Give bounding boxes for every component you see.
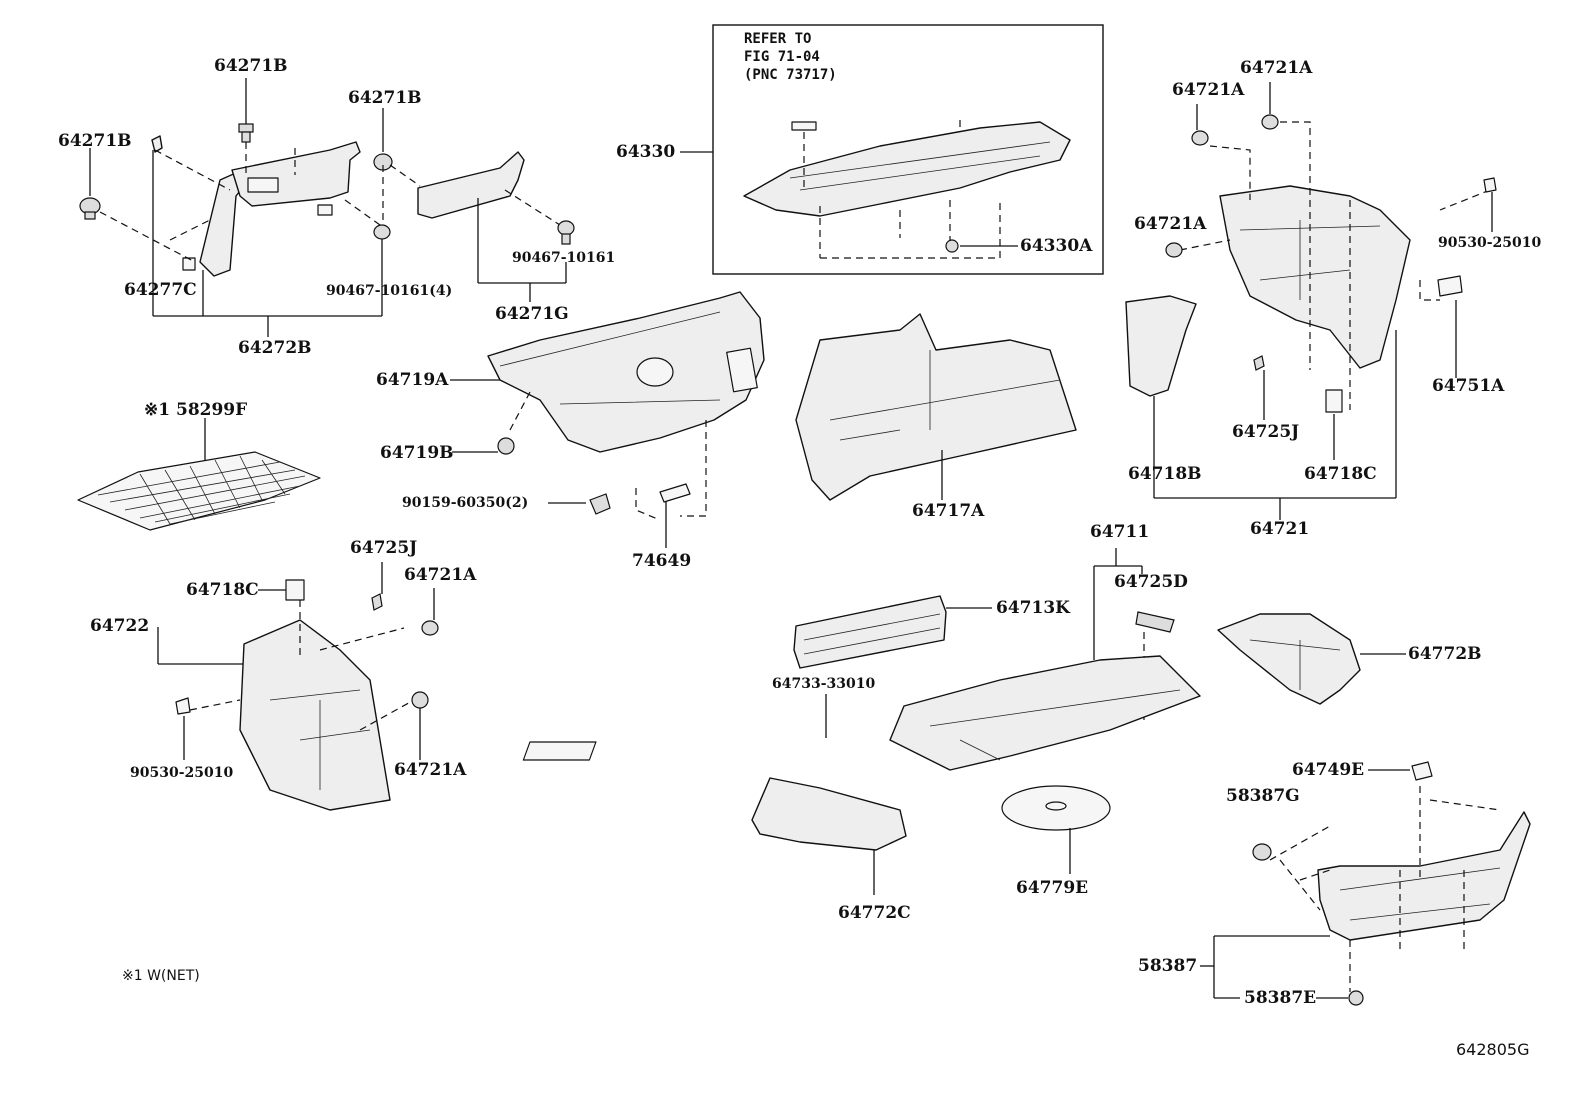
label-64271B-left: 64271B bbox=[58, 131, 132, 151]
cargo-net-58299F bbox=[77, 418, 321, 531]
label-90467-10161: 90467-10161 bbox=[512, 250, 616, 266]
label-64751A: 64751A bbox=[1432, 376, 1505, 396]
label-64718C-left: 64718C bbox=[186, 580, 259, 600]
label-64772B: 64772B bbox=[1408, 644, 1482, 664]
label-74649: 74649 bbox=[632, 551, 692, 571]
label-64721A-top-left: 64721A bbox=[1172, 80, 1245, 100]
label-90530-25010-left: 90530-25010 bbox=[130, 765, 234, 781]
refer-box-64330 bbox=[680, 24, 1104, 275]
label-64717A: 64717A bbox=[912, 501, 985, 521]
bracket-64271G-group bbox=[389, 151, 575, 302]
label-64749E: 64749E bbox=[1292, 760, 1365, 780]
label-64733-33010: 64733-33010 bbox=[772, 676, 876, 692]
label-64713K: 64713K bbox=[996, 598, 1070, 618]
label-64721: 64721 bbox=[1250, 519, 1310, 539]
footnote-net: ※1 W(NET) bbox=[122, 968, 200, 984]
side-trim-64722-group bbox=[157, 562, 439, 811]
side-trim-64722 bbox=[239, 619, 391, 811]
label-64271G: 64271G bbox=[495, 304, 569, 324]
label-64721A-side: 64721A bbox=[1134, 214, 1207, 234]
box-64772B bbox=[1217, 613, 1361, 705]
package-tray-trim-64330 bbox=[743, 121, 1071, 217]
trunk-side-bracket-group bbox=[79, 78, 393, 337]
label-64772C: 64772C bbox=[838, 903, 911, 923]
label-90159-60350-2: 90159-60350(2) bbox=[402, 495, 529, 511]
trunk-lid-trim-group bbox=[450, 291, 765, 548]
refer-box-text: REFER TO FIG 71-04 (PNC 73717) bbox=[744, 30, 837, 85]
trim-bracket-main bbox=[231, 141, 361, 207]
clip-64271B-mid bbox=[373, 108, 393, 171]
label-64725J-right: 64725J bbox=[1232, 422, 1300, 442]
label-64722: 64722 bbox=[90, 616, 150, 636]
label-64718C-right: 64718C bbox=[1304, 464, 1377, 484]
label-64271B-mid: 64271B bbox=[348, 88, 422, 108]
refer-line-3: (PNC 73717) bbox=[744, 67, 837, 84]
clip-64271B-left bbox=[79, 148, 101, 220]
side-trim-main bbox=[1219, 185, 1411, 369]
label-64277C: 64277C bbox=[124, 280, 197, 300]
trunk-floor-64711-group bbox=[522, 548, 1201, 895]
bracket-64271G bbox=[417, 151, 525, 219]
floor-side-trim-64717A bbox=[795, 313, 1077, 501]
label-64721A-lower-bottom: 64721A bbox=[394, 760, 467, 780]
label-58387: 58387 bbox=[1138, 956, 1198, 976]
box-64772C bbox=[751, 777, 907, 851]
label-90467-10161-4: 90467-10161(4) bbox=[326, 283, 453, 299]
label-64779E: 64779E bbox=[1016, 878, 1089, 898]
label-64719B: 64719B bbox=[380, 443, 454, 463]
bracket-64277C bbox=[151, 135, 251, 277]
label-64719A: 64719A bbox=[376, 370, 449, 390]
label-64725D: 64725D bbox=[1114, 572, 1188, 592]
deck-board-64713K bbox=[793, 595, 947, 669]
label-64711: 64711 bbox=[1090, 522, 1150, 542]
label-64330: 64330 bbox=[616, 142, 676, 162]
label-64721A-lower-top: 64721A bbox=[404, 565, 477, 585]
floor-board-64711 bbox=[889, 655, 1201, 771]
label-64330A: 64330A bbox=[1020, 236, 1093, 256]
label-64721A-top-right: 64721A bbox=[1240, 58, 1313, 78]
side-trim-64718B bbox=[1125, 295, 1197, 397]
refer-line-2: FIG 71-04 bbox=[744, 49, 820, 66]
side-trim-64721-group bbox=[1125, 82, 1497, 520]
label-58387E: 58387E bbox=[1244, 988, 1317, 1008]
figure-id: 642805G bbox=[1456, 1040, 1530, 1059]
label-90530-25010-right: 90530-25010 bbox=[1438, 235, 1542, 251]
sill-plate-58387-group bbox=[1200, 761, 1531, 1006]
refer-line-1: REFER TO bbox=[744, 31, 812, 47]
trunk-lid-trim-64719A bbox=[487, 291, 765, 453]
trunk-floor-side-trim-group bbox=[795, 313, 1077, 501]
label-58299F: ※1 58299F bbox=[144, 400, 248, 420]
clip-64271B-top bbox=[238, 78, 254, 143]
label-64718B: 64718B bbox=[1128, 464, 1202, 484]
label-58387G: 58387G bbox=[1226, 786, 1300, 806]
box-64772B-group bbox=[1217, 613, 1406, 705]
label-64725J-left: 64725J bbox=[350, 538, 418, 558]
sill-plate-58387 bbox=[1317, 811, 1531, 941]
label-64272B: 64272B bbox=[238, 338, 312, 358]
label-64271B-top: 64271B bbox=[214, 56, 288, 76]
